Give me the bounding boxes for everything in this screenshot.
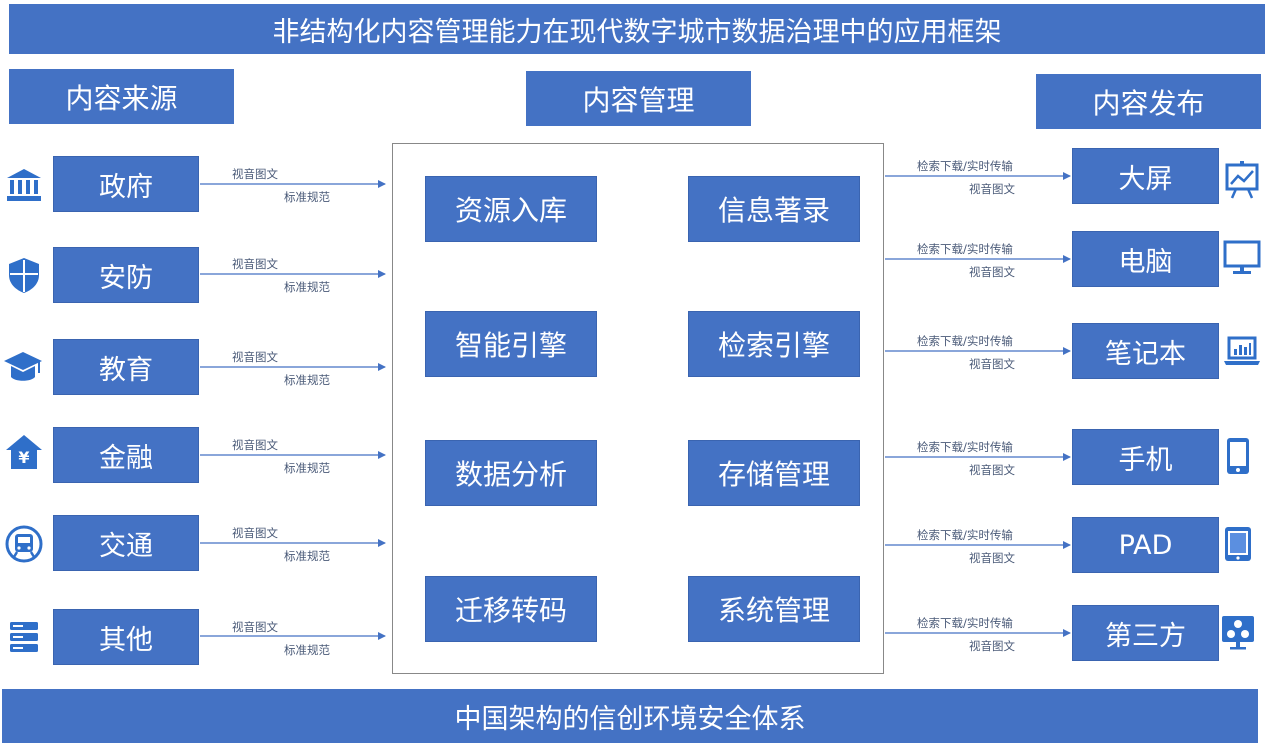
module-search-engine: 检索引擎 xyxy=(688,311,860,377)
source-label-media: 视音图文 xyxy=(232,526,278,540)
mobile-phone-icon xyxy=(1227,438,1249,474)
source-label-media: 视音图文 xyxy=(232,438,278,452)
module-smart-engine: 智能引擎 xyxy=(425,311,597,377)
module-resource-ingest: 资源入库 xyxy=(425,176,597,242)
server-icon xyxy=(10,622,38,652)
source-label-media: 视音图文 xyxy=(232,167,278,181)
output-phone: 手机 xyxy=(1072,429,1219,485)
header-management: 内容管理 xyxy=(526,71,751,126)
module-catalog: 信息著录 xyxy=(688,176,860,242)
svg-text:¥: ¥ xyxy=(18,448,29,467)
output-label-transfer: 检索下载/实时传输 xyxy=(917,159,1013,173)
source-label-standard: 标准规范 xyxy=(284,549,330,563)
source-transport: 交通 xyxy=(53,515,199,571)
source-label-standard: 标准规范 xyxy=(284,190,330,204)
laptop-icon xyxy=(1224,336,1260,365)
graduation-cap-icon xyxy=(4,352,42,381)
source-security: 安防 xyxy=(53,247,199,303)
source-label-media: 视音图文 xyxy=(232,350,278,364)
security-shield-icon xyxy=(9,258,39,293)
output-computer: 电脑 xyxy=(1072,231,1219,287)
output-third-party: 第三方 xyxy=(1072,605,1219,661)
source-label-standard: 标准规范 xyxy=(284,461,330,475)
source-education: 教育 xyxy=(53,339,199,395)
module-system-management: 系统管理 xyxy=(688,576,860,642)
output-label-media: 视音图文 xyxy=(969,551,1015,565)
output-label-transfer: 检索下载/实时传输 xyxy=(917,334,1013,348)
output-label-transfer: 检索下载/实时传输 xyxy=(917,616,1013,630)
output-big-screen: 大屏 xyxy=(1072,148,1219,204)
output-pad: PAD xyxy=(1072,517,1219,573)
module-storage-management: 存储管理 xyxy=(688,440,860,506)
source-label-standard: 标准规范 xyxy=(284,280,330,294)
source-finance: 金融 xyxy=(53,427,199,483)
train-icon xyxy=(5,525,43,563)
tablet-icon xyxy=(1225,527,1251,561)
output-laptop: 笔记本 xyxy=(1072,323,1219,379)
government-building-icon xyxy=(7,169,41,201)
monitor-icon xyxy=(1223,240,1261,274)
output-label-transfer: 检索下载/实时传输 xyxy=(917,440,1013,454)
module-data-analysis: 数据分析 xyxy=(425,440,597,506)
output-label-transfer: 检索下载/实时传输 xyxy=(917,528,1013,542)
third-party-icon xyxy=(1222,616,1254,650)
source-label-media: 视音图文 xyxy=(232,620,278,634)
security-system-bar: 中国架构的信创环境安全体系 xyxy=(2,689,1258,743)
output-label-media: 视音图文 xyxy=(969,265,1015,279)
output-label-media: 视音图文 xyxy=(969,357,1015,371)
source-label-media: 视音图文 xyxy=(232,257,278,271)
yuan-house-icon: ¥ xyxy=(6,435,42,469)
source-label-standard: 标准规范 xyxy=(284,643,330,657)
output-label-transfer: 检索下载/实时传输 xyxy=(917,242,1013,256)
module-migration-transcode: 迁移转码 xyxy=(425,576,597,642)
source-government: 政府 xyxy=(53,156,199,212)
source-other: 其他 xyxy=(53,609,199,665)
output-label-media: 视音图文 xyxy=(969,639,1015,653)
output-label-media: 视音图文 xyxy=(969,463,1015,477)
header-source: 内容来源 xyxy=(9,69,234,124)
output-label-media: 视音图文 xyxy=(969,182,1015,196)
diagram-title: 非结构化内容管理能力在现代数字城市数据治理中的应用框架 xyxy=(9,4,1265,54)
presentation-screen-icon xyxy=(1225,161,1259,199)
header-publish: 内容发布 xyxy=(1036,74,1261,129)
source-label-standard: 标准规范 xyxy=(284,373,330,387)
